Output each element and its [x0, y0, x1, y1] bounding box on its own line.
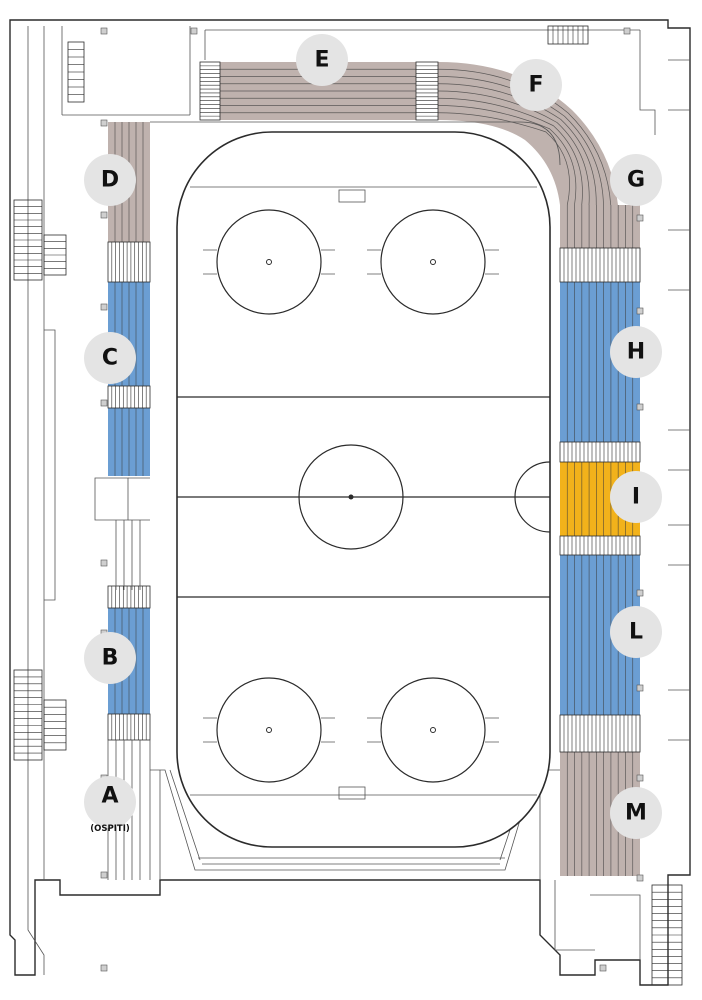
badge-D[interactable]: D	[84, 154, 136, 206]
faceoff-circle-top-left	[203, 209, 335, 315]
badge-H-letter: H	[627, 340, 645, 365]
section-G-fill[interactable]	[560, 205, 640, 248]
badge-A[interactable]: A (OSPITI)	[84, 776, 136, 834]
aisle-steps	[107, 61, 641, 753]
badge-C-letter: C	[102, 346, 118, 371]
badge-B-letter: B	[102, 646, 119, 671]
badge-M[interactable]: M	[610, 787, 662, 839]
stairs	[13, 25, 683, 986]
badge-F-letter: F	[528, 73, 543, 98]
faceoff-circle-top-right	[367, 209, 499, 315]
building-walls	[9, 19, 691, 986]
badge-I[interactable]: I	[610, 471, 662, 523]
badge-L[interactable]: L	[610, 606, 662, 658]
badge-M-letter: M	[625, 801, 647, 826]
badge-G-letter: G	[627, 168, 645, 193]
badge-B[interactable]: B	[84, 632, 136, 684]
badge-G[interactable]: G	[610, 154, 662, 206]
badge-E-letter: E	[314, 48, 329, 73]
faceoff-circle-bottom-left	[203, 677, 335, 783]
faceoff-circle-bottom-right	[367, 677, 499, 783]
badge-A-sublabel: (OSPITI)	[90, 824, 130, 834]
section-F-fill[interactable]	[438, 62, 618, 205]
badge-L-letter: L	[629, 620, 643, 645]
badge-H[interactable]: H	[610, 326, 662, 378]
ice-rink	[176, 131, 551, 848]
badge-I-letter: I	[632, 485, 640, 510]
badge-F[interactable]: F	[510, 59, 562, 111]
badge-A-letter: A	[101, 784, 118, 809]
badge-E[interactable]: E	[296, 34, 348, 86]
badge-C[interactable]: C	[84, 332, 136, 384]
badge-D-letter: D	[101, 168, 119, 193]
